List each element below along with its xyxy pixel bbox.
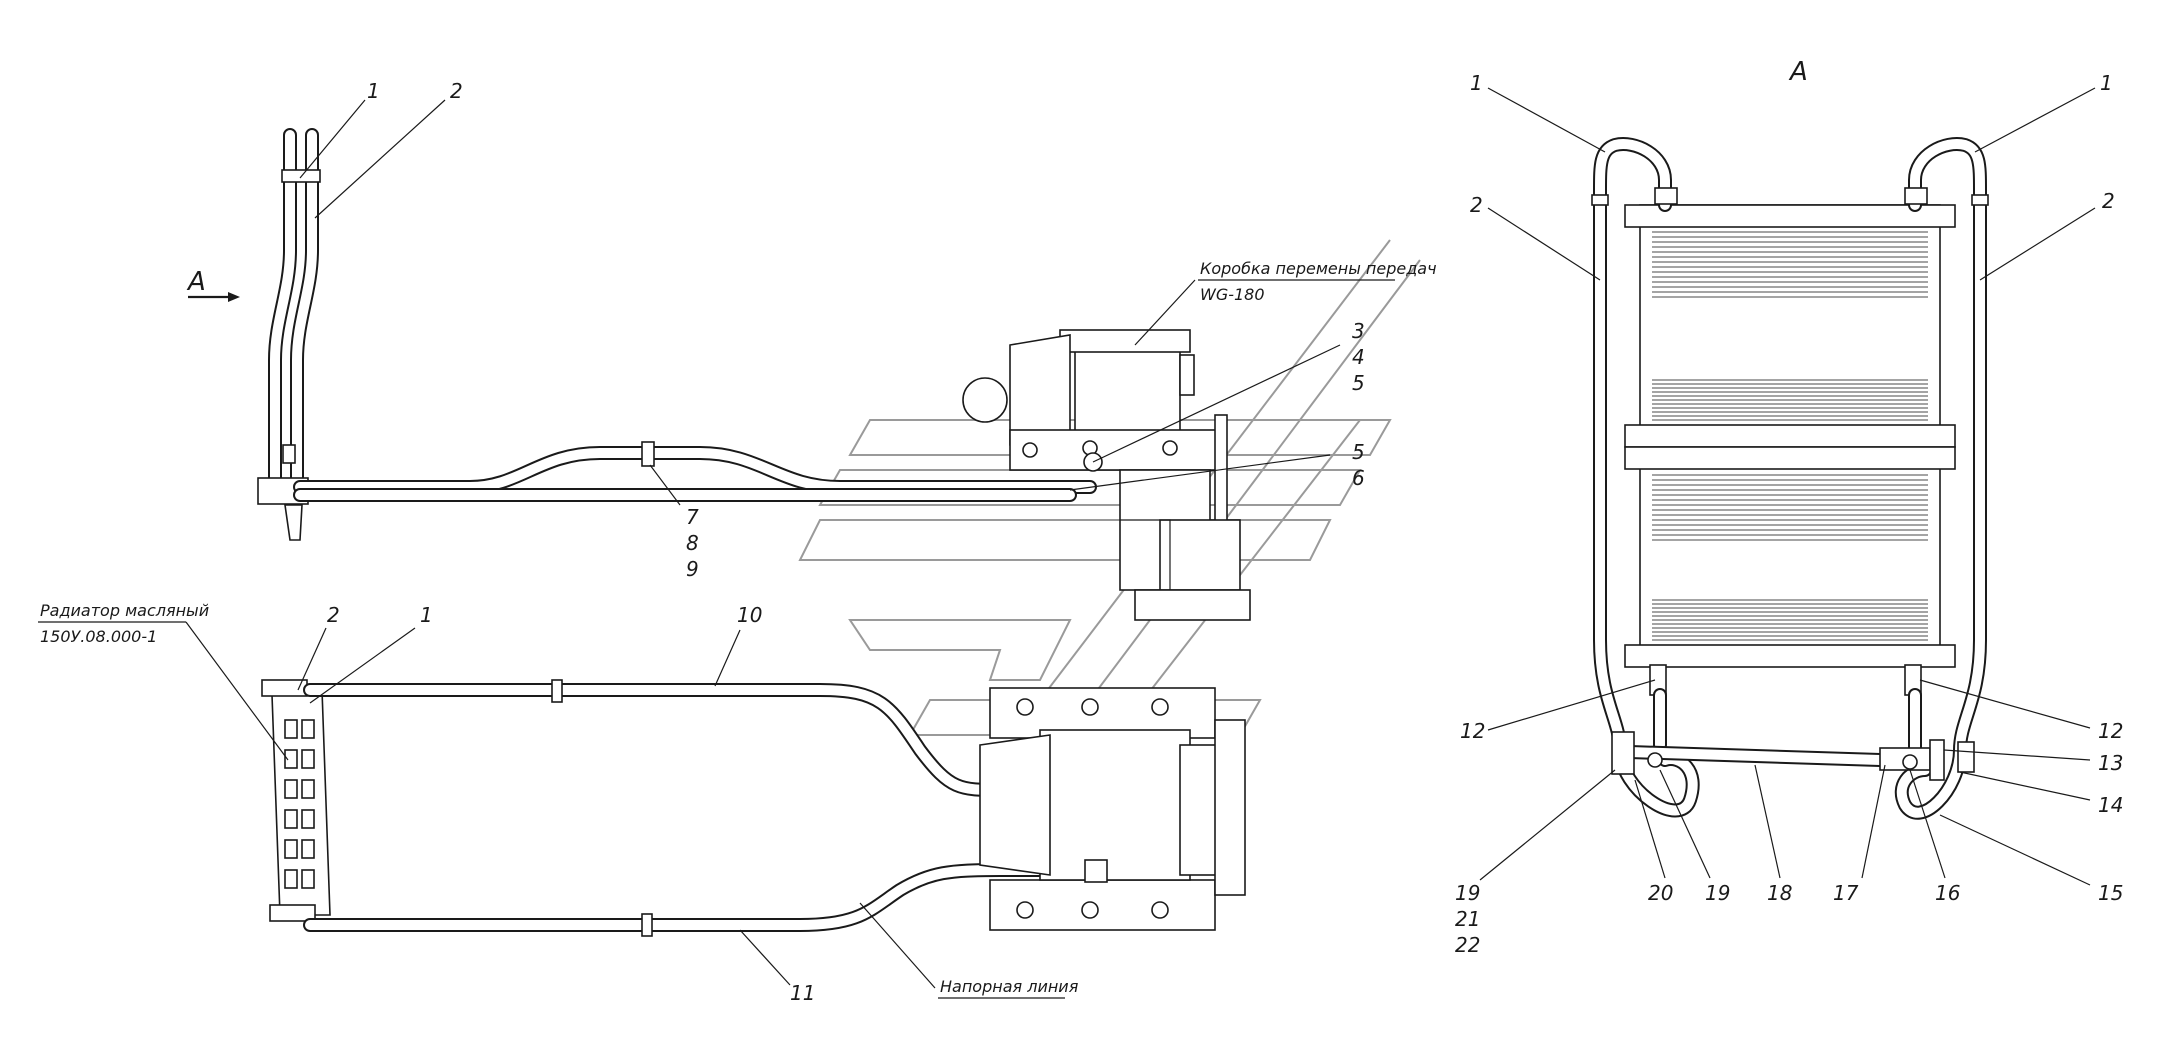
callout-4: 4 [1352,345,1365,369]
callout-16: 16 [1935,881,1960,905]
callout-14: 14 [2098,793,2123,817]
view-arrow: А [186,267,240,302]
callout-a-left-12: 12 [1460,719,1485,743]
callout-7: 7 [686,505,699,529]
callout-a-left-1: 1 [1470,71,1483,95]
callout-15: 15 [2098,881,2123,905]
callout-3: 3 [1352,319,1365,343]
callout-1: 1 [367,79,380,103]
callout-21: 21 [1455,907,1480,931]
callout-2: 2 [450,79,463,103]
pressure-line-callout: Напорная линия [940,977,1079,996]
callout-19a: 19 [1705,881,1730,905]
callout-17: 17 [1833,881,1859,905]
top-view-callouts: 1 2 Коробка перемены передач WG-180 3 4 … [299,79,1437,581]
view-arrow-label: А [186,267,206,297]
radiator-callout-line2: 150У.08.000-1 [40,627,157,646]
callout-19b: 19 [1455,881,1480,905]
callout-6: 6 [1352,466,1365,490]
callout-18: 18 [1767,881,1792,905]
callout-a-left-2: 2 [1470,193,1483,217]
gearbox-callout-line1: Коробка перемены передач [1200,259,1437,278]
radiator-callout-line1: Радиатор масляный [40,601,209,620]
bottom-view-callouts: Радиатор масляный 150У.08.000-1 2 1 10 1… [38,601,1079,1005]
view-a-callouts: 1 1 2 2 12 12 13 14 15 16 17 18 19 20 19… [1455,71,2123,957]
callout-9: 9 [686,557,699,581]
callout-20: 20 [1648,881,1673,905]
view-a-title: А [1788,57,1808,87]
callout-5b: 5 [1352,440,1365,464]
top-view [257,128,1251,621]
callout-a-right-2: 2 [2102,189,2115,213]
callout-a-right-1: 1 [2100,71,2113,95]
callout-b2: 2 [327,603,340,627]
callout-10: 10 [737,603,762,627]
callout-8: 8 [686,531,699,555]
view-a: А [1591,57,1989,820]
callout-22: 22 [1455,933,1480,957]
radiator-fins-upper [1652,231,1928,298]
callout-11: 11 [790,981,815,1005]
callout-5: 5 [1352,371,1365,395]
callout-a-right-12: 12 [2098,719,2123,743]
gearbox-callout-line2: WG-180 [1200,285,1265,304]
bottom-view [261,679,1246,937]
callout-13: 13 [2098,751,2123,775]
callout-b1: 1 [420,603,433,627]
radiator-fins-lower [1652,599,1928,641]
